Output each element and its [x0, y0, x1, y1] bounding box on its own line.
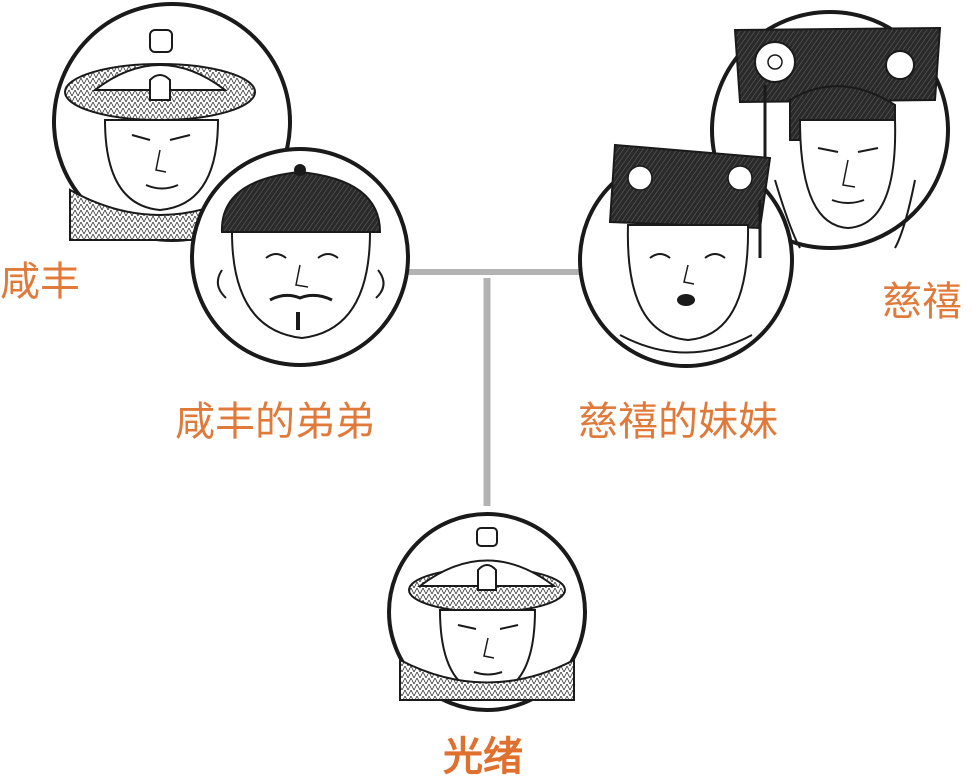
label-cixi-sister: 慈禧的妹妹: [578, 399, 778, 445]
portrait-cixi-sister: [578, 143, 794, 368]
portrait-xianfeng: [52, 2, 292, 242]
label-xianfeng: 咸丰: [0, 259, 80, 305]
connector-lines: [405, 269, 580, 506]
portrait-cixi: [710, 10, 950, 250]
portrait-guangxu: [387, 512, 587, 712]
label-cixi: 慈禧: [882, 279, 962, 325]
portrait-xianfeng-brother: [190, 147, 410, 367]
label-guangxu: 光绪: [443, 734, 523, 780]
label-xianfeng-brother: 咸丰的弟弟: [175, 399, 375, 445]
